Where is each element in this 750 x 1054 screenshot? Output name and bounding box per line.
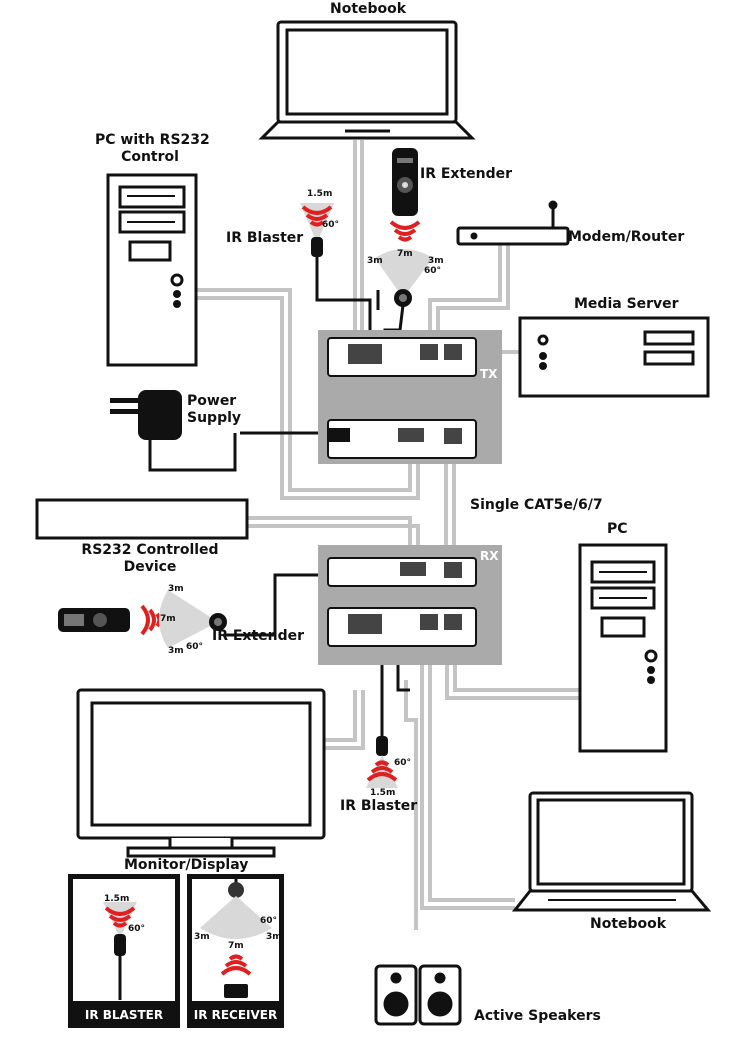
extender-rx-side-bottom: 3m — [168, 646, 184, 656]
legend-blaster-angle: 60° — [128, 924, 146, 934]
label-pc-rs232-line1: PC with RS232 — [95, 132, 210, 148]
extender-top-side-right: 3m — [428, 256, 444, 266]
label-tx: TX — [480, 367, 498, 381]
label-power-line1: Power — [187, 393, 237, 409]
extender-rx-angle: 60° — [186, 642, 204, 652]
legend-blaster-range: 1.5m — [104, 894, 130, 904]
label-rs232-device-line2: Device — [123, 559, 177, 575]
label-modem-router: Modem/Router — [568, 229, 685, 245]
remote-rx-illustration — [58, 590, 227, 648]
pc-left-illustration — [106, 173, 198, 367]
active-speakers-illustration — [374, 964, 462, 1026]
legend-receiver-angle: 60° — [260, 916, 278, 926]
extender-top-front: 7m — [397, 249, 413, 259]
extender-rx-side-top: 3m — [168, 584, 184, 594]
rx-panel — [318, 545, 502, 665]
legend-ir-blaster-caption: IR BLASTER — [84, 1008, 164, 1022]
notebook-bottom-illustration — [511, 791, 712, 912]
legend-ir-blaster-panel — [68, 874, 180, 1028]
extender-top-side-left: 3m — [367, 256, 383, 266]
label-ir-blaster-top: IR Blaster — [226, 230, 304, 246]
tx-panel — [318, 330, 502, 464]
label-cat-cable: Single CAT5e/6/7 — [470, 497, 603, 513]
label-power-line2: Supply — [187, 410, 242, 426]
extender-rx-front: 7m — [160, 614, 176, 624]
blaster-rx-angle: 60° — [394, 758, 412, 768]
label-monitor: Monitor/Display — [124, 857, 249, 873]
ir-blaster-rx-illustration — [366, 736, 398, 788]
label-ir-blaster-rx: IR Blaster — [340, 798, 418, 814]
label-rs232-device-line1: RS232 Controlled — [81, 542, 219, 558]
label-rx: RX — [480, 549, 499, 563]
blaster-rx-range: 1.5m — [370, 788, 396, 798]
blaster-top-range: 1.5m — [307, 189, 333, 199]
monitor-illustration — [76, 688, 326, 858]
notebook-top-illustration — [258, 20, 476, 140]
ir-blaster-top-illustration — [300, 203, 334, 257]
label-ir-extender-rx: IR Extender — [212, 628, 305, 644]
label-notebook-bottom: Notebook — [590, 916, 667, 932]
label-pc-rs232: PC with RS232 Control — [95, 132, 210, 166]
label-media-server: Media Server — [574, 296, 679, 312]
label-pc-rs232-line2: Control — [121, 149, 179, 165]
label-power-supply: Power Supply — [187, 393, 241, 427]
label-notebook-top: Notebook — [330, 1, 407, 17]
label-pc-right: PC — [607, 521, 628, 537]
legend-receiver-side-right: 3m — [266, 932, 282, 942]
label-rs232-device: RS232 Controlled Device — [80, 542, 220, 576]
legend-ir-receiver-caption: IR RECEIVER — [193, 1008, 278, 1022]
blaster-top-angle: 60° — [322, 220, 340, 230]
legend-receiver-front: 7m — [228, 941, 244, 951]
remote-top-illustration — [375, 148, 433, 307]
label-ir-extender-top: IR Extender — [420, 166, 513, 182]
legend-ir-receiver-panel — [187, 874, 284, 1028]
rs232-device-illustration — [35, 498, 249, 540]
label-active-speakers: Active Speakers — [474, 1008, 601, 1024]
legend-receiver-side-left: 3m — [194, 932, 210, 942]
modem-router-illustration — [456, 200, 570, 246]
media-server-illustration — [518, 316, 710, 398]
pc-right-illustration — [578, 543, 668, 753]
power-supply-illustration — [110, 390, 182, 440]
extender-top-angle: 60° — [424, 266, 442, 276]
